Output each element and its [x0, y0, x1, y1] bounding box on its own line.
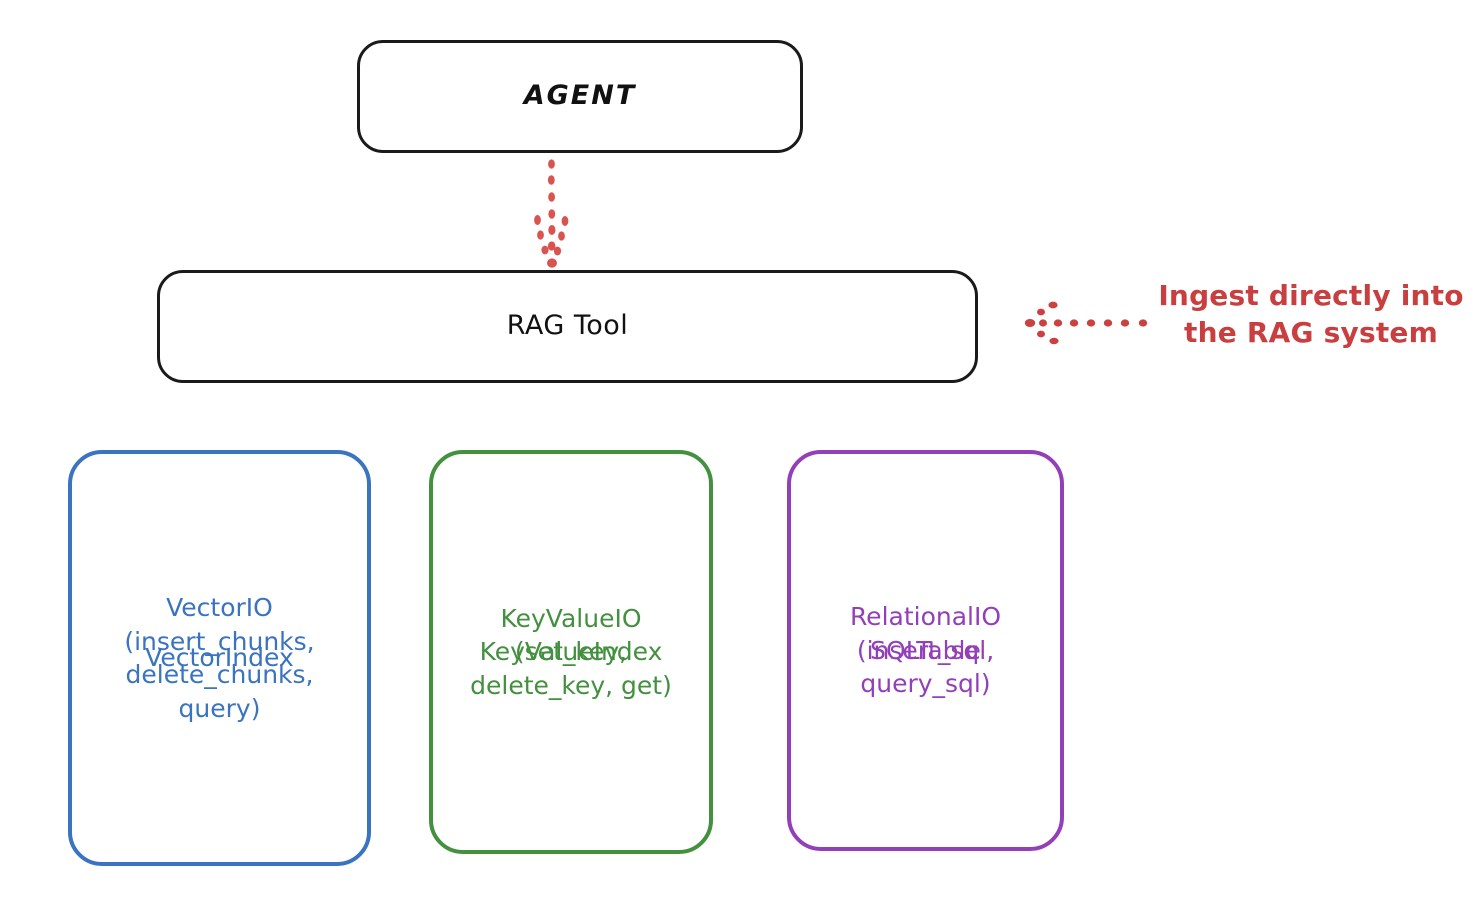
node-vector-io-index-label: VectorIndex	[145, 643, 294, 673]
connector-agent-to-rag-tool	[534, 159, 569, 268]
node-rag-tool-label: RAG Tool	[506, 310, 629, 342]
node-key-value-io[interactable]: KeyValueIO (set_key, delete_key, get) Ke…	[429, 450, 713, 854]
node-key-value-io-index-label: KeyValueIndex	[479, 637, 663, 667]
node-agent[interactable]: AGENT	[357, 40, 803, 153]
node-key-value-io-api-label: KeyValueIO (set_key, delete_key, get)	[470, 603, 672, 700]
node-relational-io-index-label: SQLTable	[870, 635, 981, 665]
node-vector-io[interactable]: VectorIO (insert_chunks, delete_chunks, …	[68, 450, 371, 866]
node-relational-io[interactable]: RelationalIO (insert_sql, query_sql) SQL…	[787, 450, 1064, 851]
annotation-ingest: Ingest directly into the RAG system	[1158, 279, 1464, 349]
node-rag-tool[interactable]: RAG Tool	[157, 270, 978, 383]
node-relational-io-api-label: RelationalIO (insert_sql, query_sql)	[849, 602, 1002, 699]
node-vector-io-api-label: VectorIO (insert_chunks, delete_chunks, …	[124, 593, 315, 723]
node-agent-label: AGENT	[523, 80, 637, 112]
connector-ingest-arrow	[1024, 301, 1148, 345]
